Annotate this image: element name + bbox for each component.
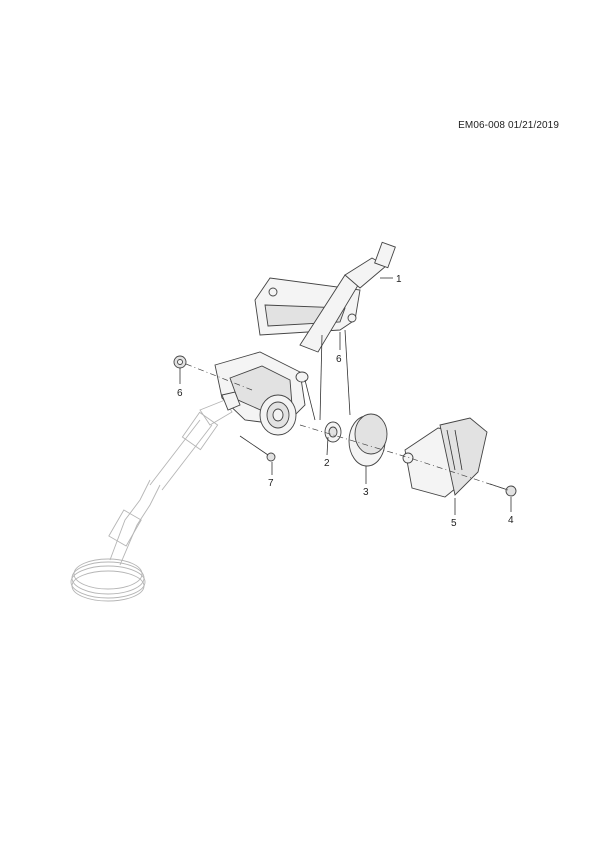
callout-1: 1 xyxy=(396,274,402,285)
ring-cover xyxy=(348,413,388,467)
upper-column xyxy=(254,241,396,421)
column-housing xyxy=(214,351,316,436)
callout-3: 3 xyxy=(363,487,369,498)
bolt-7 xyxy=(239,435,276,462)
callout-7: 7 xyxy=(268,478,274,489)
assist-motor xyxy=(402,417,488,498)
intermediate-shaft xyxy=(70,399,233,602)
assembly-axis-line xyxy=(299,424,509,491)
callout-6: 6 xyxy=(336,354,342,365)
callout-6: 6 xyxy=(177,388,183,399)
assembly-axis-line xyxy=(185,363,253,391)
nut-6-left xyxy=(173,355,187,369)
document-id: EM06-008 01/21/2019 xyxy=(458,120,559,131)
bearing xyxy=(324,421,342,443)
callout-2: 2 xyxy=(324,458,330,469)
callout-4: 4 xyxy=(508,515,514,526)
leader-lines xyxy=(179,277,512,515)
callout-5: 5 xyxy=(451,518,457,529)
bolt-4 xyxy=(489,483,517,497)
